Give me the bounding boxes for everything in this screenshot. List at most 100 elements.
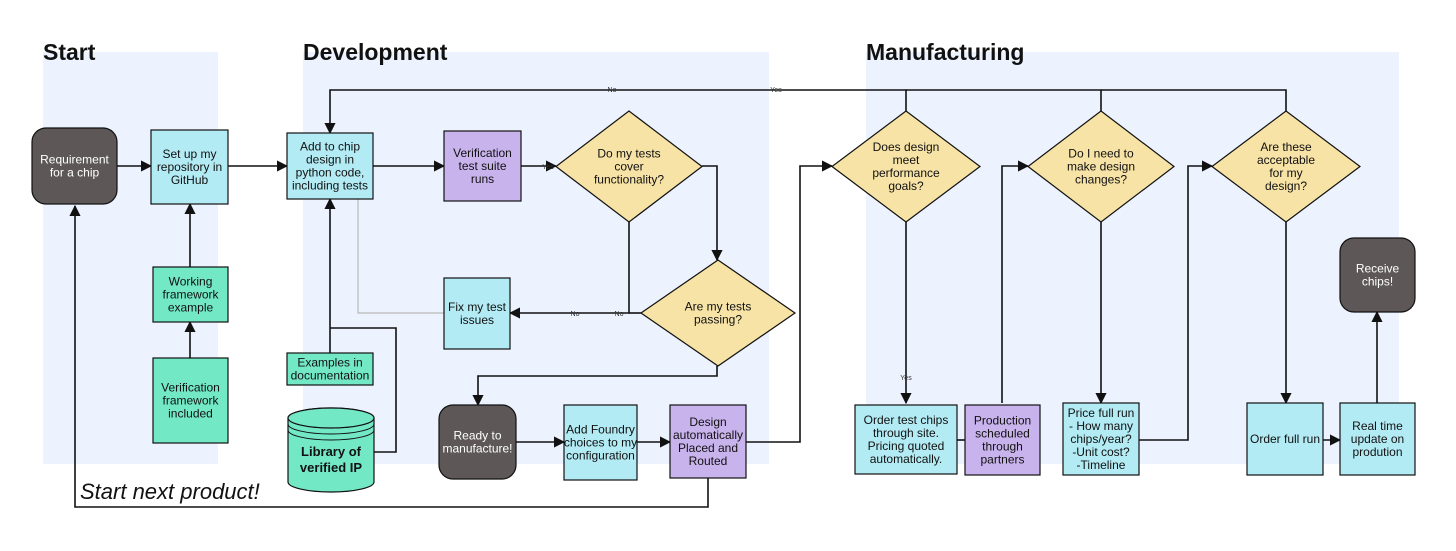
edge-acceptable-no-loop: [1101, 89, 1287, 111]
node-price-full-run: Price full run- How manychips/year?-Unit…: [1062, 402, 1140, 476]
node-label-line: cover: [614, 160, 643, 174]
node-label-line: for a chip: [50, 166, 100, 180]
node-label-line: Real time: [1352, 419, 1403, 433]
node-label-line: - How many: [1069, 419, 1133, 433]
node-label-line: -Timeline: [1077, 458, 1126, 472]
phase-title-development: Development: [303, 39, 448, 65]
start-next-product-caption: Start next product!: [80, 479, 260, 504]
process-shape: [443, 277, 511, 350]
node-label-line: Receive: [1356, 262, 1400, 276]
terminal-shape: [438, 404, 517, 480]
node-label-line: including tests: [292, 179, 368, 193]
node-label-line: configuration: [566, 449, 635, 463]
node-label-line: Do my tests: [597, 147, 660, 161]
phase-title-start: Start: [43, 39, 96, 65]
node-label-line: automatically.: [870, 452, 942, 466]
node-label-line: Ready to: [453, 429, 501, 443]
phase-backgrounds: [43, 52, 1399, 464]
node-label-line: changes?: [1075, 173, 1127, 187]
node-label-line: test suite: [458, 159, 506, 173]
node-label-line: verified IP: [300, 460, 362, 475]
node-label-line: Design: [689, 415, 726, 429]
node-label-line: through site.: [873, 426, 939, 440]
process-shape: [150, 129, 229, 205]
decision-shape: [555, 110, 703, 223]
edge-production-to-changes: [1001, 160, 1030, 403]
node-label-line: included: [168, 407, 213, 421]
edge-label-yes-perf: Yes: [900, 375, 912, 382]
node-label-line: chips!: [1362, 275, 1393, 289]
node-label-line: acceptable: [1257, 153, 1315, 167]
node-label-line: -Unit cost?: [1072, 445, 1130, 459]
node-label-line: Routed: [689, 454, 728, 468]
verify-shape: [964, 404, 1041, 476]
node-label-line: make design: [1067, 160, 1135, 174]
node-label-line: Working: [169, 275, 213, 289]
node-label-line: example: [168, 301, 214, 315]
edge-label-no-top: No: [608, 87, 617, 94]
edge-placed-to-performance: [746, 160, 834, 443]
node-label-line: partners: [980, 453, 1024, 467]
node-label-line: functionality?: [594, 173, 664, 187]
terminal-shape: [31, 127, 118, 205]
edge-library-to-add: [330, 327, 397, 453]
decision-shape: [1027, 110, 1175, 223]
node-label-line: Add to chip: [300, 140, 360, 154]
node-label-line: Are my tests: [685, 300, 752, 314]
node-label-line: Price full run: [1068, 406, 1135, 420]
node-label-line: performance: [872, 166, 940, 180]
node-label-line: Pricing quoted: [868, 439, 945, 453]
edge-passing-to-ready: [472, 366, 718, 407]
edge-cover-to-passing: [702, 165, 723, 262]
node-label-line: Fix my test: [448, 300, 507, 314]
verify-shape: [669, 404, 747, 479]
node-label-line: prodution: [1352, 445, 1402, 459]
node-label-line: passing?: [694, 313, 742, 327]
node-label-line: manufacture!: [442, 442, 512, 456]
node-order-full-run: Order full run: [1246, 402, 1324, 476]
node-label-line: Examples in: [297, 356, 362, 370]
cylinder-top: [287, 407, 375, 429]
node-label-line: Verification: [161, 381, 220, 395]
node-label-line: Placed and: [678, 441, 738, 455]
node-label-line: Do I need to: [1068, 147, 1134, 161]
node-label-line: Library of: [301, 444, 362, 459]
node-label-line: choices to my: [564, 436, 637, 450]
node-label-line: goals?: [888, 179, 924, 193]
node-label-line: Requirement: [40, 153, 109, 167]
manufacturing-phase-area: [866, 52, 1399, 464]
node-label-line: scheduled: [975, 427, 1030, 441]
node-label-line: design?: [1265, 179, 1307, 193]
node-label-line: Set up my: [162, 147, 216, 161]
green-shape: [152, 266, 229, 323]
node-label-line: python code,: [296, 166, 365, 180]
edge-label-yes-cover: Yes: [542, 164, 554, 171]
node-label-line: update on: [1351, 432, 1404, 446]
node-label-line: Add Foundry: [566, 423, 635, 437]
node-label-line: runs: [471, 172, 494, 186]
node-label-line: Production: [974, 414, 1031, 428]
edge-fix-to-add: [357, 199, 444, 314]
node-label-line: repository in: [157, 160, 222, 174]
edge-start-next-product: [69, 204, 709, 508]
development-phase-area: [303, 52, 769, 464]
node-label-line: Are these: [1260, 140, 1312, 154]
node-label-line: automatically: [673, 428, 743, 442]
